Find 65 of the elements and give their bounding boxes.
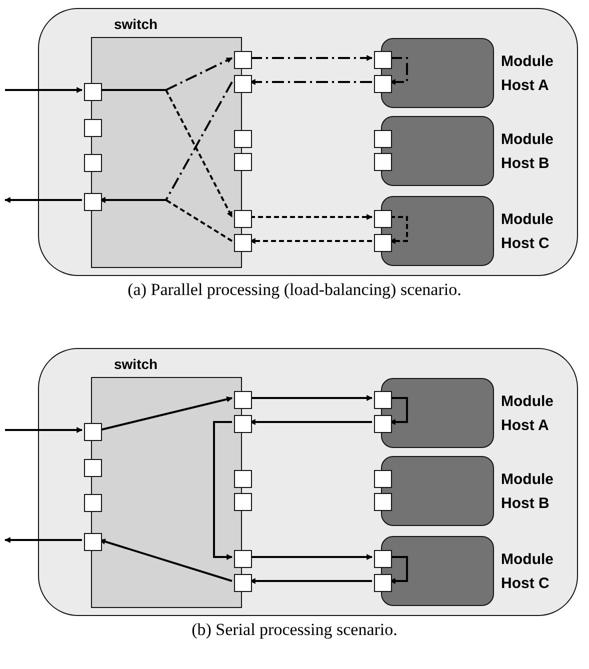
port: [234, 574, 252, 592]
figure-caption: (b) Serial processing scenario.: [190, 620, 398, 640]
arrow: [249, 79, 372, 85]
scenario-panel: [38, 8, 578, 276]
port: [84, 423, 102, 441]
arrow: [249, 419, 372, 425]
port: [84, 533, 102, 551]
port: [374, 470, 392, 488]
port: [84, 154, 102, 172]
port: [84, 119, 102, 137]
port: [234, 234, 252, 252]
port: [374, 153, 392, 171]
switch-label: switch: [114, 356, 158, 372]
arrow: [99, 197, 233, 242]
arrow: [250, 214, 373, 220]
host-label: Module Host B: [501, 130, 554, 174]
host-label: Module Host A: [501, 392, 554, 436]
arrow: [100, 396, 233, 431]
arrow: [250, 554, 373, 560]
arrow: [389, 556, 408, 584]
port: [374, 574, 392, 592]
port: [374, 130, 392, 148]
port: [234, 493, 252, 511]
port: [374, 234, 392, 252]
port: [374, 493, 392, 511]
port: [374, 210, 392, 228]
figure-caption: (a) Parallel processing (load-balancing) scenario.: [126, 280, 462, 300]
arrow: [389, 397, 408, 425]
scenario-panel: [38, 348, 578, 616]
port: [84, 193, 102, 211]
arrow: [389, 216, 408, 244]
arrow: [250, 55, 373, 61]
arrow: [213, 421, 233, 560]
arrow: [250, 395, 373, 401]
port: [234, 210, 252, 228]
host-label: Module Host C: [501, 550, 554, 594]
arrow: [249, 238, 372, 244]
arrow: [100, 89, 233, 218]
host-label: Module Host C: [501, 210, 554, 254]
port: [234, 153, 252, 171]
port: [234, 470, 252, 488]
port: [234, 75, 252, 93]
arrow: [389, 57, 408, 85]
switch-label: switch: [114, 16, 158, 32]
port: [374, 550, 392, 568]
port: [84, 459, 102, 477]
port: [374, 415, 392, 433]
port: [234, 51, 252, 69]
port: [84, 83, 102, 101]
port: [374, 75, 392, 93]
host-label: Module Host B: [501, 470, 554, 514]
port: [374, 391, 392, 409]
arrow: [249, 578, 372, 584]
port: [234, 130, 252, 148]
port: [234, 550, 252, 568]
arrow: [4, 197, 82, 203]
port: [234, 415, 252, 433]
host-label: Module Host A: [501, 52, 554, 96]
arrow: [5, 87, 83, 93]
port: [374, 51, 392, 69]
port: [84, 494, 102, 512]
port: [234, 391, 252, 409]
arrow: [4, 537, 82, 543]
arrow: [5, 427, 83, 433]
arrow: [99, 538, 232, 582]
